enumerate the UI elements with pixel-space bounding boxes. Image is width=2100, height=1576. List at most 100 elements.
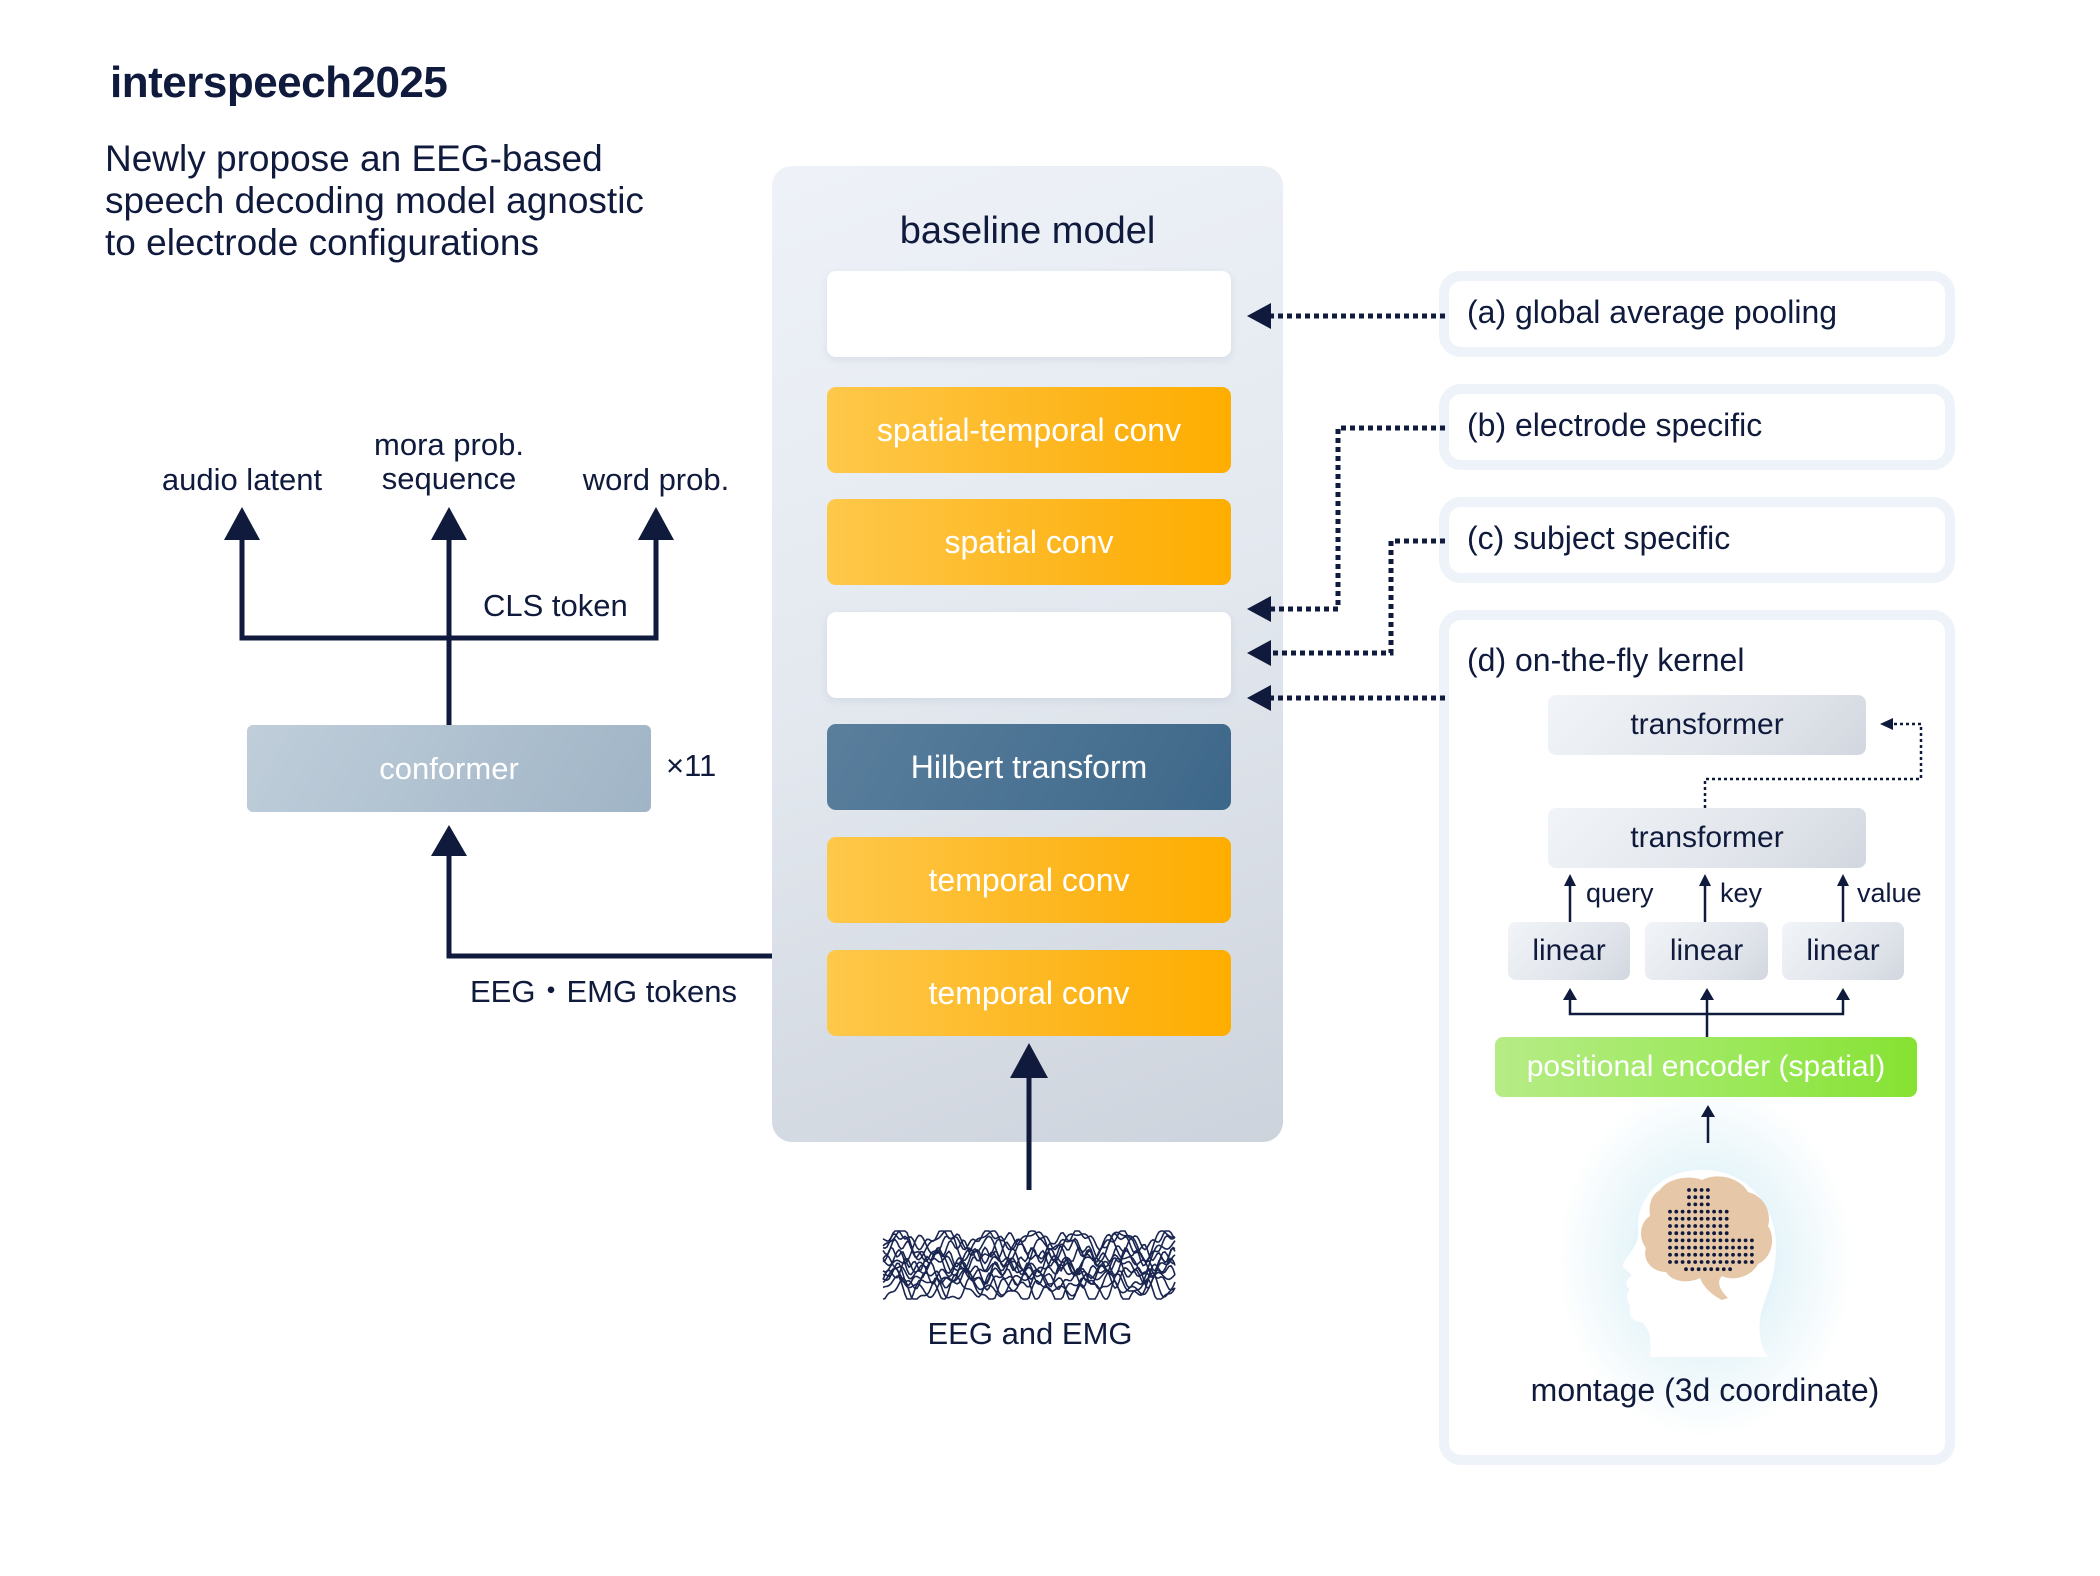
arrowhead-audio-latent bbox=[224, 507, 260, 540]
electrode-dot bbox=[1668, 1245, 1672, 1250]
key-label: key bbox=[1720, 878, 1763, 908]
electrode-dot bbox=[1705, 1224, 1710, 1228]
connector-c bbox=[1268, 538, 1445, 656]
electrode-dot bbox=[1705, 1209, 1710, 1214]
electrode-dot bbox=[1674, 1260, 1679, 1264]
electrode-dot bbox=[1709, 1267, 1714, 1272]
option-b-label: (b) electrode specific bbox=[1467, 407, 1763, 443]
conformer-block: conformer bbox=[247, 725, 651, 812]
electrode-dot bbox=[1724, 1216, 1729, 1221]
electrode-dot bbox=[1705, 1238, 1710, 1243]
electrode-dot bbox=[1668, 1216, 1672, 1221]
arrowhead-linear-q-in bbox=[1563, 988, 1577, 1000]
electrode-dot bbox=[1743, 1260, 1748, 1264]
option-c-label: (c) subject specific bbox=[1467, 520, 1731, 556]
electrode-dot bbox=[1699, 1209, 1704, 1214]
arrowhead-linear-v-in bbox=[1836, 988, 1850, 1000]
electrode-dot bbox=[1674, 1238, 1679, 1243]
electrode-dot bbox=[1693, 1195, 1698, 1200]
placeholder-slot-kernel bbox=[827, 612, 1231, 698]
subtitle: Newly propose an EEG-based speech decodi… bbox=[105, 138, 644, 263]
electrode-dot bbox=[1724, 1231, 1729, 1236]
electrode-dot bbox=[1750, 1238, 1754, 1243]
electrode-dot bbox=[1731, 1238, 1735, 1243]
eeg-channel-trace bbox=[882, 1276, 1176, 1300]
electrode-dot bbox=[1718, 1216, 1723, 1221]
electrode-dot bbox=[1693, 1188, 1698, 1192]
electrode-dot bbox=[1693, 1216, 1698, 1221]
block-temporal-conv-1: temporal conv bbox=[827, 837, 1231, 923]
block-temporal-conv-2: temporal conv bbox=[827, 950, 1231, 1036]
electrode-dot bbox=[1687, 1260, 1691, 1264]
electrode-dot bbox=[1674, 1231, 1679, 1236]
electrode-dot bbox=[1724, 1209, 1729, 1214]
electrode-dot bbox=[1718, 1238, 1723, 1243]
electrode-dot bbox=[1687, 1216, 1691, 1221]
electrode-dot bbox=[1687, 1231, 1691, 1236]
arrowhead-a bbox=[1247, 303, 1271, 329]
output-branch bbox=[239, 538, 659, 641]
electrode-dot bbox=[1674, 1252, 1679, 1257]
tokens-connector bbox=[446, 852, 772, 959]
output-audio-latent: audio latent bbox=[161, 462, 323, 497]
electrode-dot bbox=[1687, 1245, 1691, 1250]
electrode-dot bbox=[1705, 1231, 1710, 1236]
electrode-dot bbox=[1680, 1224, 1685, 1228]
electrode-dot bbox=[1680, 1260, 1685, 1264]
eeg-channel-trace bbox=[882, 1233, 1176, 1277]
electrode-dot bbox=[1699, 1202, 1704, 1207]
electrode-dot bbox=[1680, 1209, 1685, 1214]
electrode-dot bbox=[1712, 1216, 1716, 1221]
electrode-dot bbox=[1693, 1252, 1698, 1257]
electrode-dot bbox=[1674, 1224, 1679, 1228]
electrode-dot bbox=[1668, 1209, 1672, 1214]
transformer-loop bbox=[1703, 722, 1923, 808]
option-c-box: (c) subject specific bbox=[1439, 497, 1955, 583]
arrowhead-c bbox=[1247, 640, 1271, 666]
electrode-dot bbox=[1699, 1260, 1704, 1264]
tokens-label: EEG・EMG tokens bbox=[470, 974, 738, 1009]
electrode-dot bbox=[1699, 1195, 1704, 1200]
linear-key: linear bbox=[1645, 922, 1768, 980]
transformer-bottom: transformer bbox=[1548, 808, 1866, 868]
electrode-dot bbox=[1699, 1245, 1704, 1250]
electrode-dot bbox=[1699, 1231, 1704, 1236]
electrode-dot bbox=[1724, 1245, 1729, 1250]
transformer-top: transformer bbox=[1548, 695, 1866, 755]
electrode-dot bbox=[1687, 1224, 1691, 1228]
eeg-channel-trace bbox=[882, 1260, 1176, 1290]
electrode-dot bbox=[1737, 1245, 1742, 1250]
electrode-dot bbox=[1718, 1252, 1723, 1257]
electrode-dot bbox=[1712, 1245, 1716, 1250]
electrode-dot bbox=[1731, 1260, 1735, 1264]
electrode-dot bbox=[1712, 1224, 1716, 1228]
electrode-dot bbox=[1693, 1260, 1698, 1264]
electrode-dot bbox=[1690, 1267, 1695, 1272]
electrode-dot bbox=[1668, 1252, 1672, 1257]
eeg-channel-trace bbox=[882, 1256, 1176, 1286]
electrode-dot bbox=[1687, 1252, 1691, 1257]
option-a-label: (a) global average pooling bbox=[1467, 294, 1838, 330]
block-spatial-temporal-conv: spatial-temporal conv bbox=[827, 387, 1231, 473]
electrode-dot bbox=[1693, 1231, 1698, 1236]
electrode-dot bbox=[1750, 1245, 1754, 1250]
electrode-dot bbox=[1680, 1252, 1685, 1257]
linear-value: linear bbox=[1782, 922, 1904, 980]
electrode-dot bbox=[1680, 1238, 1685, 1243]
montage-label: montage (3d coordinate) bbox=[1530, 1372, 1880, 1408]
electrode-dot bbox=[1743, 1245, 1748, 1250]
electrode-dot bbox=[1743, 1238, 1748, 1243]
arrowhead-mora bbox=[431, 507, 467, 540]
connector-b bbox=[1268, 425, 1445, 612]
poster-title: interspeech2025 bbox=[110, 58, 448, 107]
electrode-dot bbox=[1693, 1202, 1698, 1207]
electrode-dot bbox=[1706, 1202, 1710, 1207]
arrowhead-b bbox=[1247, 596, 1271, 622]
electrode-dot bbox=[1699, 1188, 1704, 1192]
electrode-dot bbox=[1750, 1252, 1754, 1257]
electrode-dot bbox=[1680, 1245, 1685, 1250]
electrode-dot bbox=[1712, 1231, 1716, 1236]
electrode-dot bbox=[1696, 1267, 1701, 1272]
cls-token-label: CLS token bbox=[483, 588, 628, 623]
